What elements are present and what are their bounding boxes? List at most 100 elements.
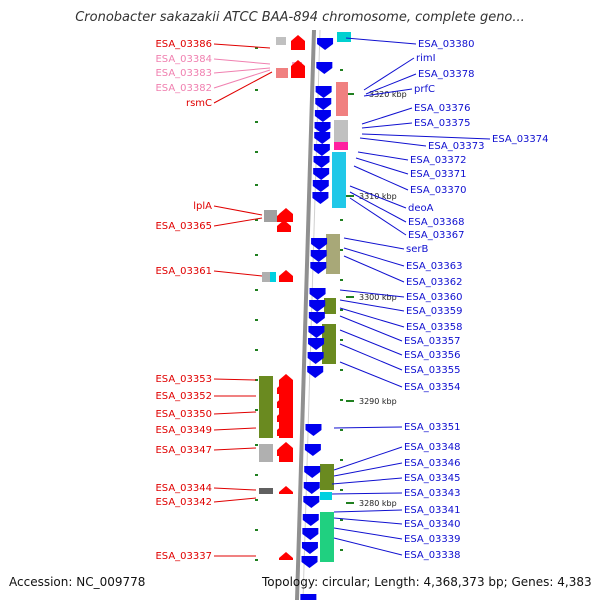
left-gene-label: ESA_03382 <box>155 83 212 94</box>
left-gene-label: ESA_03349 <box>155 425 212 436</box>
left-label-connector <box>213 67 271 74</box>
right-label-connector <box>355 157 409 175</box>
map-title: Cronobacter sakazakii ATCC BAA-894 chrom… <box>75 10 525 25</box>
right-gene-label: ESA_03360 <box>406 292 463 303</box>
left-gene-label: ESA_03342 <box>155 497 212 508</box>
gene-arrow-right <box>300 594 317 600</box>
gene-arrow-right <box>315 86 332 98</box>
right-label-connector <box>333 426 403 429</box>
gene-arrow-right <box>304 466 321 478</box>
kbp-label: 3300 kbp <box>359 293 397 302</box>
gene-arrow-right <box>303 482 320 494</box>
right-label-connector <box>333 527 403 540</box>
left-gene-label: ESA_03347 <box>155 445 212 456</box>
gene-block-right <box>322 324 336 364</box>
gene-block-left <box>270 272 276 282</box>
gene-arrow-right <box>301 556 318 568</box>
kbp-label: 3320 kbp <box>369 90 407 99</box>
left-gene-label: ESA_03353 <box>155 374 212 385</box>
gene-block-left <box>259 376 273 438</box>
gene-arrow-left <box>277 444 291 456</box>
left-label-connector <box>213 69 271 89</box>
gene-block-left <box>262 272 270 282</box>
right-gene-label: ESA_03341 <box>404 505 461 516</box>
right-gene-label: ESA_03343 <box>404 488 461 499</box>
left-label-connector <box>213 497 257 503</box>
right-gene-label: ESA_03363 <box>406 261 463 272</box>
right-gene-label: ESA_03362 <box>406 277 463 288</box>
gene-arrow-right <box>310 250 327 262</box>
right-label-connector <box>333 446 403 471</box>
gene-block-right <box>332 152 346 208</box>
gene-arrow-left <box>291 38 305 50</box>
right-gene-label: ESA_03375 <box>414 118 471 129</box>
gene-block-left <box>276 68 288 78</box>
right-gene-label: ESA_03380 <box>418 39 475 50</box>
gene-arrow-right <box>308 312 325 324</box>
right-label-connector <box>361 122 413 129</box>
right-label-connector <box>333 537 403 556</box>
gene-arrow-left <box>279 270 293 282</box>
kbp-label: 3280 kbp <box>359 499 397 508</box>
right-gene-label: ESA_03348 <box>404 442 461 453</box>
gene-block-right <box>326 234 340 274</box>
gene-block-left <box>259 488 273 494</box>
gene-block-right <box>320 512 334 562</box>
right-label-connector <box>345 37 417 45</box>
right-label-connector <box>339 343 403 371</box>
right-gene-label: ESA_03357 <box>404 336 461 347</box>
right-gene-label: ESA_03372 <box>410 155 467 166</box>
left-label-connector <box>213 71 273 104</box>
gene-arrow-right <box>313 156 330 168</box>
right-label-connector <box>365 73 417 95</box>
right-gene-label: ESA_03340 <box>404 519 461 530</box>
gene-arrow-right <box>314 132 331 144</box>
right-label-connector <box>331 492 403 495</box>
right-gene-label: ESA_03376 <box>414 103 471 114</box>
left-label-connector <box>213 378 257 381</box>
gene-arrow-right <box>308 326 325 338</box>
gene-arrow-left <box>279 552 293 560</box>
topology-text: Topology: circular; Length: 4,368,373 bp… <box>262 575 592 589</box>
left-gene-label: ESA_03383 <box>155 68 212 79</box>
gene-block-right <box>334 120 348 146</box>
gene-block-right <box>320 464 334 490</box>
left-gene-label: ESA_03365 <box>155 221 212 232</box>
left-label-connector <box>213 58 271 65</box>
left-gene-label: ESA_03352 <box>155 391 212 402</box>
gene-block-right <box>334 142 348 150</box>
gene-block-right <box>337 32 351 42</box>
gene-block-left <box>259 444 273 462</box>
right-label-connector <box>363 57 415 91</box>
left-gene-label: ESA_03350 <box>155 409 212 420</box>
right-gene-label: ESA_03358 <box>406 322 463 333</box>
right-gene-label: ESA_03345 <box>404 473 461 484</box>
gene-arrow-right <box>304 444 321 456</box>
gene-arrow-right <box>314 122 331 134</box>
right-label-connector <box>333 517 403 525</box>
right-label-connector <box>339 299 405 312</box>
gene-arrow-right <box>309 300 326 312</box>
gene-arrow-right <box>303 496 320 508</box>
right-label-connector <box>343 237 405 250</box>
right-label-connector <box>363 88 413 97</box>
gene-block-right <box>320 492 332 500</box>
right-gene-label: ESA_03338 <box>404 550 461 561</box>
gene-arrow-left <box>277 220 291 232</box>
gene-arrow-right <box>314 110 331 122</box>
left-label-connector <box>213 487 257 491</box>
left-gene-label: rsmC <box>186 98 212 109</box>
right-gene-label: deoA <box>408 203 434 214</box>
right-label-connector <box>339 315 403 342</box>
left-gene-label: ESA_03361 <box>155 266 212 277</box>
right-gene-label: serB <box>406 244 428 255</box>
right-label-connector <box>349 191 407 223</box>
right-label-connector <box>361 107 413 125</box>
gene-arrow-right <box>312 192 329 204</box>
right-label-connector <box>343 247 405 267</box>
gene-arrow-right <box>310 262 327 274</box>
right-label-connector <box>349 185 407 209</box>
gene-arrow-right <box>305 424 322 436</box>
gene-arrow-right <box>315 98 332 110</box>
